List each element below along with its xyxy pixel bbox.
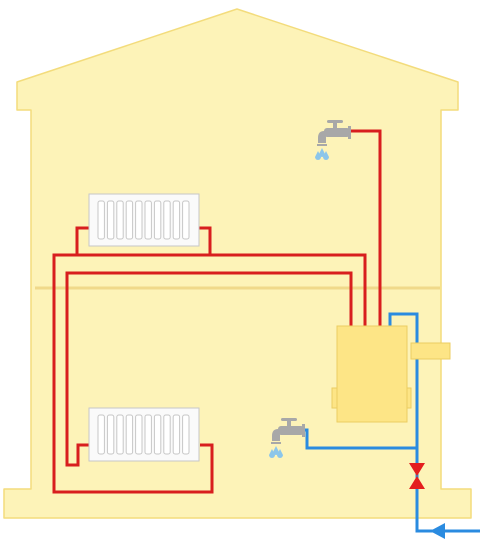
- radiator-fin: [106, 414, 115, 455]
- valve-icon: [409, 463, 425, 489]
- radiator-fin: [163, 200, 171, 240]
- radiator-fin: [135, 200, 143, 240]
- pipe-boiler-to-upper-faucet: [350, 129, 382, 326]
- valve-upper-wedge: [409, 463, 425, 476]
- faucet-connector: [302, 424, 305, 437]
- water-drop: [323, 151, 329, 160]
- faucet-spout-rim: [317, 144, 327, 146]
- pipe-upper-radiator-right: [198, 226, 212, 255]
- radiator-fin: [172, 200, 181, 240]
- radiator-fin: [116, 414, 124, 455]
- hot-water-pipes: [52, 129, 382, 494]
- radiator-fin: [144, 200, 152, 240]
- valve-lower-wedge: [409, 476, 425, 489]
- boiler-body: [336, 325, 408, 423]
- boiler: [331, 325, 451, 423]
- radiator-fin: [153, 200, 162, 240]
- water-drops-icon: [315, 148, 329, 160]
- faucet-connector: [348, 126, 351, 139]
- faucet-handle: [281, 418, 297, 421]
- house: [3, 8, 472, 519]
- radiator-fin: [97, 200, 105, 240]
- water-drop: [319, 148, 325, 157]
- inlet-arrow-icon: [430, 523, 445, 539]
- radiator-fin: [172, 414, 181, 455]
- water-drop: [315, 151, 321, 160]
- radiator-fin: [135, 414, 143, 455]
- water-drop: [277, 449, 283, 458]
- radiator-fin: [144, 414, 152, 455]
- faucet-spout: [272, 429, 280, 441]
- faucet-handle-stem: [287, 420, 291, 427]
- pipe-loop-inner: [65, 271, 353, 467]
- pipe-upper-radiator-left: [75, 226, 90, 255]
- house-outline: [3, 8, 472, 519]
- radiator-fin: [106, 200, 115, 240]
- water-drop: [273, 446, 279, 455]
- radiator-fin: [182, 414, 190, 455]
- faucet-lower-icon: [269, 418, 305, 458]
- faucet-handle: [327, 120, 343, 123]
- faucet-spout-rim: [271, 442, 281, 444]
- radiator-lower: [88, 407, 200, 462]
- water-drops-icon: [269, 446, 283, 458]
- faucet-upper-icon: [315, 120, 351, 160]
- radiator-fin: [182, 200, 190, 240]
- water-drop: [269, 449, 275, 458]
- radiator-fin: [116, 200, 124, 240]
- radiator-upper: [88, 193, 200, 247]
- radiator-fin: [153, 414, 162, 455]
- faucet-body: [278, 426, 304, 435]
- radiator-fin: [125, 200, 134, 240]
- pipe-loop-outer: [52, 253, 367, 494]
- faucet-spout: [318, 131, 326, 143]
- radiator-fin: [163, 414, 171, 455]
- radiator-fin: [97, 414, 105, 455]
- boiler-flue: [410, 342, 451, 360]
- faucet-body: [324, 128, 350, 137]
- faucet-handle-stem: [333, 122, 337, 129]
- radiator-fin: [125, 414, 134, 455]
